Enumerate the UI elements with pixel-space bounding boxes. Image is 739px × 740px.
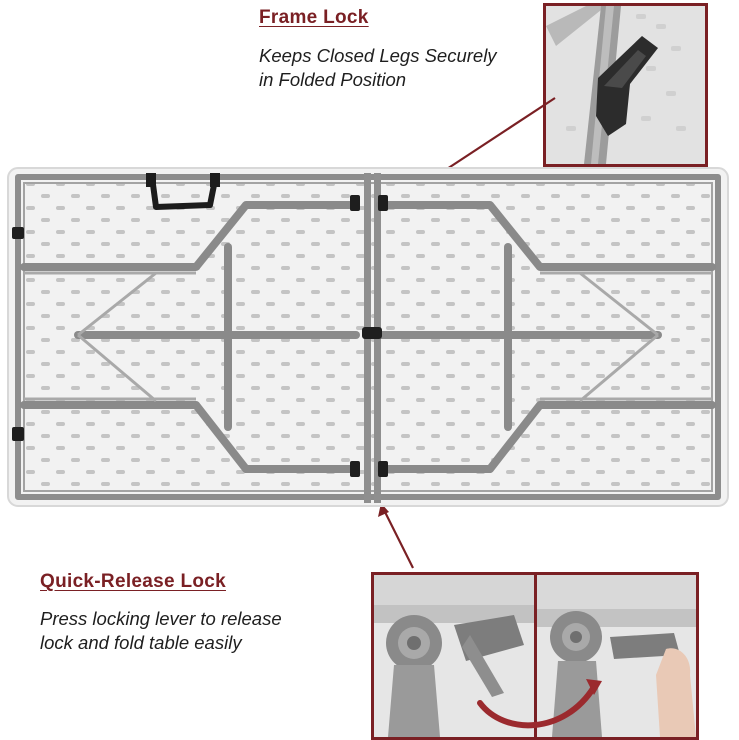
frame-lock-description: Keeps Closed Legs Securely in Folded Pos… [259, 44, 497, 92]
quick-release-description-line-2: lock and fold table easily [40, 632, 242, 653]
quick-release-lock-title: Quick-Release Lock [40, 571, 226, 592]
quick-release-description-line-1: Press locking lever to release [40, 608, 282, 629]
folding-table-underside-image [6, 165, 731, 510]
frame-lock-closeup-photo [543, 3, 708, 167]
quick-release-closeup-photo [371, 572, 699, 740]
frame-lock-description-line-1: Keeps Closed Legs Securely [259, 45, 497, 66]
frame-lock-description-line-2: in Folded Position [259, 69, 407, 90]
frame-lock-title: Frame Lock [259, 7, 369, 28]
quick-release-lock-description: Press locking lever to release lock and … [40, 607, 282, 655]
quick-release-arrow [384, 511, 414, 569]
